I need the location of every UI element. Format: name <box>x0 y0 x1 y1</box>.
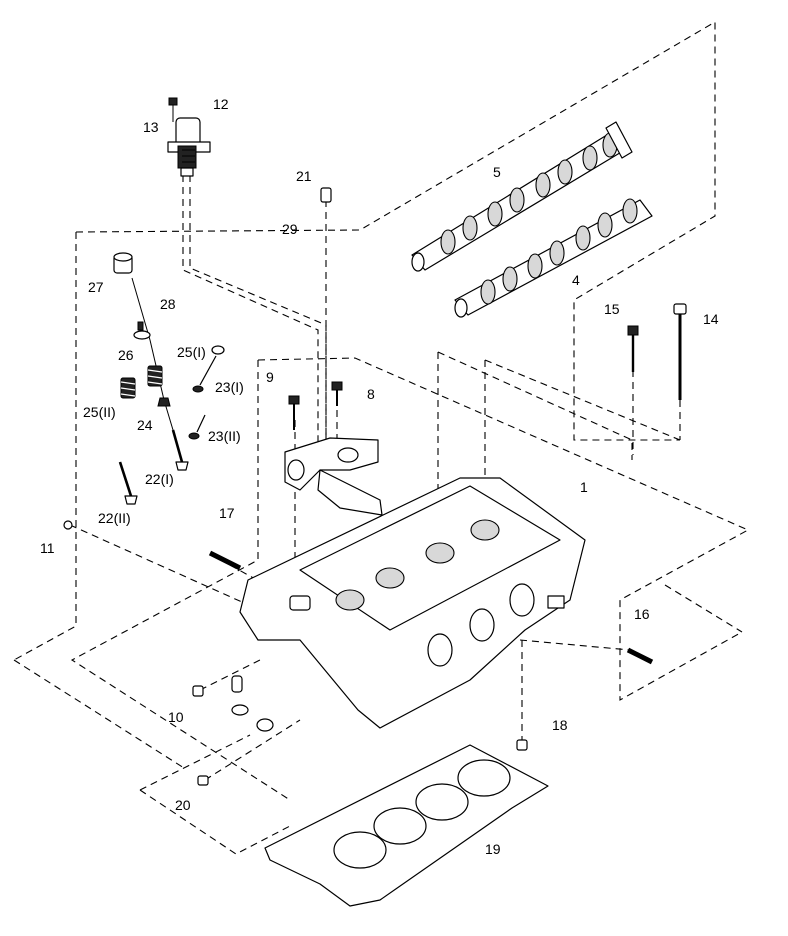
dowel-18 <box>516 739 528 751</box>
label-22-i: 22(I) <box>145 471 174 487</box>
camshaft-bearing-cap <box>284 437 383 516</box>
label-28: 28 <box>160 296 176 312</box>
bolt-15 <box>627 325 639 372</box>
group-outline-1 <box>70 357 750 855</box>
valve-22-i <box>171 429 189 471</box>
part-labels: 1 4 5 8 9 10 11 12 13 14 15 16 17 18 19 … <box>40 96 719 857</box>
bolt-8 <box>331 381 343 406</box>
label-25-i: 25(I) <box>177 344 206 360</box>
cylinder-head <box>239 477 586 729</box>
bolt-9 <box>288 395 300 430</box>
label-17: 17 <box>219 505 235 521</box>
stud-17 <box>208 550 242 571</box>
group-outline-29 <box>13 21 716 769</box>
valve-23-i <box>192 345 225 393</box>
label-27: 27 <box>88 279 104 295</box>
label-20: 20 <box>175 797 191 813</box>
bolt-13 <box>168 97 178 122</box>
label-29: 29 <box>282 221 298 237</box>
label-8: 8 <box>367 386 375 402</box>
label-18: 18 <box>552 717 568 733</box>
stud-16 <box>626 647 654 665</box>
dowel-pin-21 <box>320 187 332 203</box>
seal-ring-a <box>231 704 249 716</box>
valve-23-ii <box>188 414 206 440</box>
label-5: 5 <box>493 164 501 180</box>
label-24: 24 <box>137 417 153 433</box>
valve-seal-24 <box>157 397 171 407</box>
valve-22-ii <box>118 461 138 505</box>
label-22-ii: 22(II) <box>98 510 131 526</box>
label-15: 15 <box>604 301 620 317</box>
valve-keeper-28 <box>137 321 144 331</box>
label-1: 1 <box>580 479 588 495</box>
valve-train <box>113 252 225 505</box>
seal-ring-b <box>256 718 274 732</box>
label-4: 4 <box>572 272 580 288</box>
camshaft-4 <box>454 198 653 318</box>
label-9: 9 <box>266 369 274 385</box>
label-26: 26 <box>118 347 134 363</box>
label-25-ii: 25(II) <box>83 404 116 420</box>
label-23-ii: 23(II) <box>208 428 241 444</box>
label-23-i: 23(I) <box>215 379 244 395</box>
pin-10b <box>231 675 243 693</box>
label-14: 14 <box>703 311 719 327</box>
label-19: 19 <box>485 841 501 857</box>
bolt-14 <box>673 303 687 400</box>
tappet-27 <box>113 252 133 274</box>
spring-25-i <box>147 365 163 387</box>
spring-25-ii <box>120 377 136 399</box>
dowel-20 <box>197 775 209 786</box>
camshaft-5 <box>411 121 633 272</box>
label-11: 11 <box>40 540 55 556</box>
plug-11 <box>63 520 73 530</box>
label-21: 21 <box>296 168 312 184</box>
retainer-26 <box>133 330 151 340</box>
head-gasket-19 <box>264 744 549 907</box>
label-16: 16 <box>634 606 650 622</box>
oil-control-valve <box>167 117 211 177</box>
dowel-10 <box>192 685 204 697</box>
label-12: 12 <box>213 96 229 112</box>
label-10: 10 <box>168 709 184 725</box>
label-13: 13 <box>143 119 159 135</box>
